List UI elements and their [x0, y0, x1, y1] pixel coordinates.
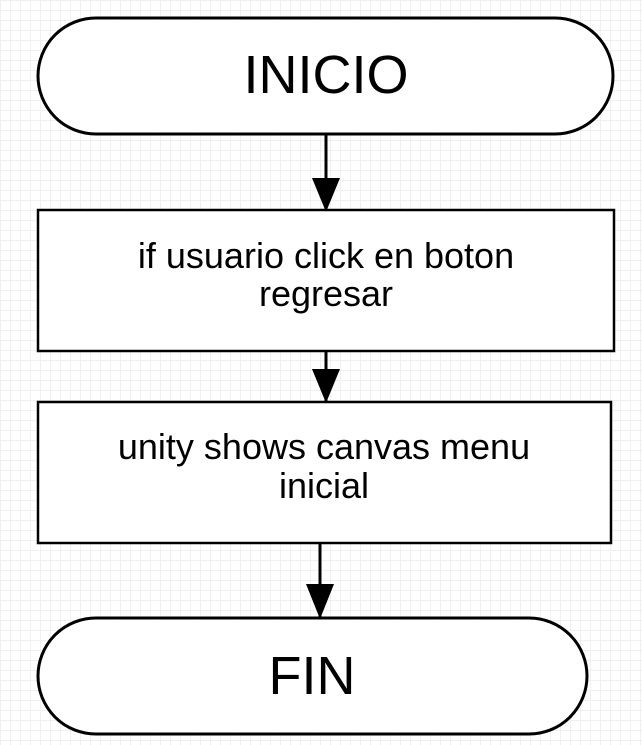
node-show-menu-label-line-2: inicial [279, 465, 369, 506]
node-start: INICIO [36, 16, 615, 136]
node-end-label: FIN [269, 646, 356, 706]
arrowhead-show-menu-to-end [306, 584, 334, 619]
node-show-menu-label-line-1: unity shows canvas menu [118, 426, 530, 467]
node-end: FIN [36, 616, 589, 736]
process-shape [36, 400, 613, 545]
node-check-click: if usuario click en boton regresar [36, 208, 616, 353]
arrowhead-start-to-check-click [312, 178, 340, 212]
node-check-click-label-line-2: regresar [259, 273, 393, 314]
node-check-click-label-line-1: if usuario click en boton [138, 235, 514, 276]
node-show-menu: unity shows canvas menu inicial [36, 400, 613, 545]
arrowhead-check-click-to-show-menu [312, 369, 340, 403]
process-shape [36, 208, 616, 353]
node-start-label: INICIO [243, 45, 408, 105]
terminator-shape [36, 16, 615, 136]
terminator-shape [36, 616, 589, 736]
